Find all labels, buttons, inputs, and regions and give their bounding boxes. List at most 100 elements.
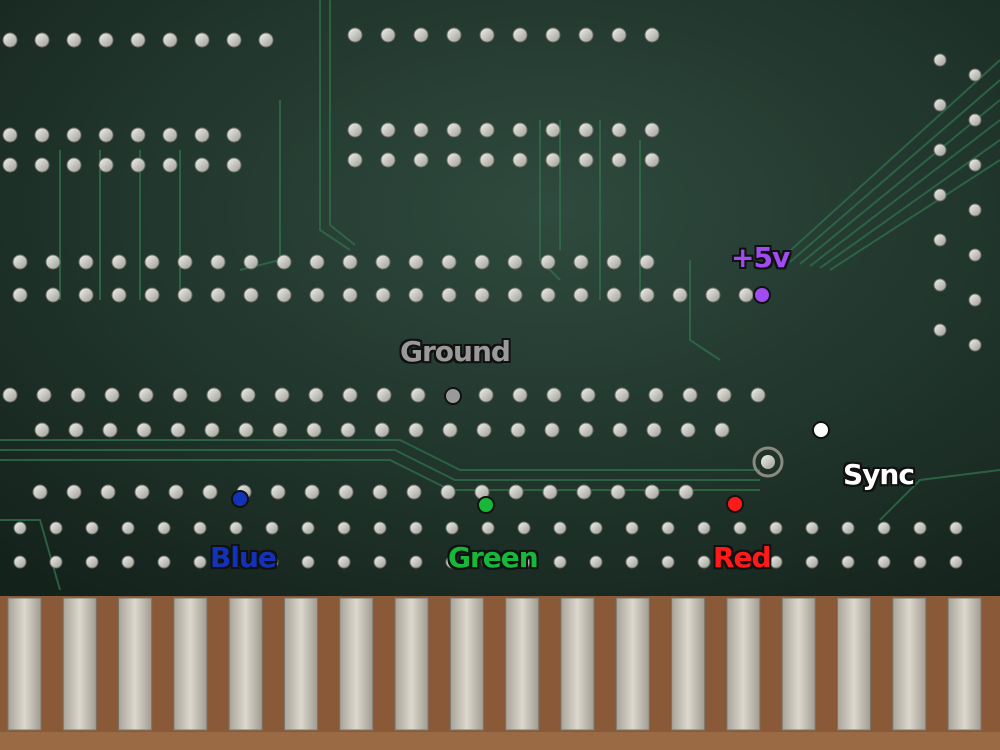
solder-pad	[177, 254, 193, 270]
board-substrate	[0, 596, 1000, 750]
solder-pad	[481, 555, 495, 569]
solder-pad	[121, 521, 135, 535]
solder-pad	[606, 287, 622, 303]
solder-pad	[733, 521, 747, 535]
plus5v-label: +5v	[731, 241, 790, 274]
solder-pad	[474, 287, 490, 303]
solder-pad	[540, 254, 556, 270]
solder-pad	[121, 555, 135, 569]
solder-pad	[545, 27, 561, 43]
blue-label: Blue	[210, 541, 277, 574]
solder-pad	[933, 323, 947, 337]
solder-pad	[697, 521, 711, 535]
solder-pad	[413, 27, 429, 43]
edge-contact	[339, 597, 374, 731]
solder-pad	[545, 152, 561, 168]
solder-pad	[644, 484, 660, 500]
pcb-surface	[0, 0, 1000, 600]
solder-pad	[933, 53, 947, 67]
solder-pad	[272, 422, 288, 438]
green-marker-dot	[477, 496, 495, 514]
ground-marker-dot	[444, 387, 462, 405]
solder-pad	[172, 387, 188, 403]
trace	[799, 99, 1000, 265]
solder-pad	[265, 555, 279, 569]
solder-pad	[306, 422, 322, 438]
solder-pad	[243, 254, 259, 270]
solder-pad	[512, 152, 528, 168]
edge-contact	[892, 597, 927, 731]
solder-pad	[409, 521, 423, 535]
solder-pad	[13, 521, 27, 535]
solder-pad	[194, 32, 210, 48]
solder-pad	[680, 422, 696, 438]
solder-pad	[162, 32, 178, 48]
edge-contact	[449, 597, 484, 731]
red-marker-dot	[726, 495, 744, 513]
solder-pad	[553, 555, 567, 569]
solder-pad	[841, 521, 855, 535]
solder-pad	[347, 122, 363, 138]
solder-pad	[481, 521, 495, 535]
solder-pad	[45, 254, 61, 270]
solder-pad	[70, 387, 86, 403]
solder-pad	[644, 152, 660, 168]
solder-pad	[130, 32, 146, 48]
solder-pad	[66, 157, 82, 173]
solder-pad	[347, 152, 363, 168]
edge-contact	[118, 597, 153, 731]
solder-pad	[373, 555, 387, 569]
solder-pad	[672, 287, 688, 303]
solder-pad	[177, 287, 193, 303]
solder-pad	[2, 157, 18, 173]
solder-pad	[102, 422, 118, 438]
solder-pad	[440, 484, 456, 500]
edge-contact	[560, 597, 595, 731]
solder-pad	[611, 122, 627, 138]
solder-pad	[130, 157, 146, 173]
solder-pad	[580, 387, 596, 403]
solder-pad	[13, 555, 27, 569]
solder-pad	[98, 32, 114, 48]
mounting-screw-head	[761, 455, 775, 469]
solder-pad	[479, 122, 495, 138]
solder-pad	[589, 555, 603, 569]
solder-pad	[479, 27, 495, 43]
solder-pad	[194, 157, 210, 173]
trace	[779, 59, 1000, 261]
solder-pad	[309, 254, 325, 270]
solder-pad	[639, 254, 655, 270]
solder-pad	[342, 387, 358, 403]
edge-contact	[7, 597, 42, 731]
solder-pad	[168, 484, 184, 500]
sync-marker-dot	[812, 421, 830, 439]
solder-pad	[733, 555, 747, 569]
solder-pad	[144, 287, 160, 303]
solder-pad	[309, 287, 325, 303]
solder-pad	[949, 555, 963, 569]
solder-pad	[410, 387, 426, 403]
solder-pad	[98, 157, 114, 173]
trace	[319, 0, 351, 251]
solder-pad	[648, 387, 664, 403]
solder-pad	[409, 555, 423, 569]
solder-pad	[45, 287, 61, 303]
copper-traces	[0, 0, 1000, 591]
solder-pad	[162, 127, 178, 143]
solder-pad	[716, 387, 732, 403]
ground-label: Ground	[400, 335, 511, 368]
trace	[329, 0, 356, 246]
board-edge	[0, 732, 1000, 750]
solder-pad	[49, 555, 63, 569]
solder-pad	[408, 287, 424, 303]
solder-pad	[32, 484, 48, 500]
solder-pad	[340, 422, 356, 438]
solder-pad	[380, 152, 396, 168]
solder-pad	[507, 287, 523, 303]
solder-pad	[614, 387, 630, 403]
solder-pad	[157, 555, 171, 569]
solder-pad	[66, 32, 82, 48]
solder-pad	[111, 254, 127, 270]
solder-pad	[170, 422, 186, 438]
solder-pad	[968, 338, 982, 352]
